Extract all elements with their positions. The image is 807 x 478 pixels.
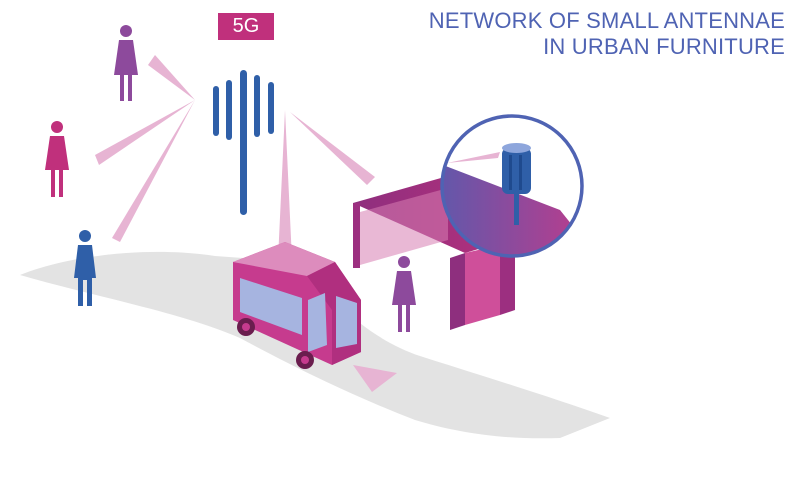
antenna-tower-icon bbox=[213, 70, 274, 215]
diagram-title: NETWORK OF SMALL ANTENNAE IN URBAN FURNI… bbox=[429, 8, 785, 60]
bus-icon bbox=[233, 242, 361, 369]
small-antenna-icon bbox=[502, 143, 531, 225]
ray-left-lower bbox=[112, 100, 195, 242]
person-icon bbox=[45, 121, 69, 197]
ray-bus-front bbox=[353, 365, 397, 392]
ray-small-antenna bbox=[447, 152, 500, 163]
person-icon bbox=[114, 25, 138, 101]
ray-bus bbox=[278, 110, 292, 260]
person-icon bbox=[74, 230, 96, 306]
title-line-1: NETWORK OF SMALL ANTENNAE bbox=[428, 8, 785, 33]
signal-rays bbox=[95, 55, 375, 260]
title-line-2: IN URBAN FURNITURE bbox=[543, 34, 785, 59]
ray-shelter bbox=[290, 112, 375, 185]
ray-left-upper bbox=[148, 55, 195, 100]
person-icon bbox=[392, 256, 416, 332]
ray-left-middle bbox=[95, 100, 195, 165]
5g-badge: 5G bbox=[218, 13, 274, 40]
